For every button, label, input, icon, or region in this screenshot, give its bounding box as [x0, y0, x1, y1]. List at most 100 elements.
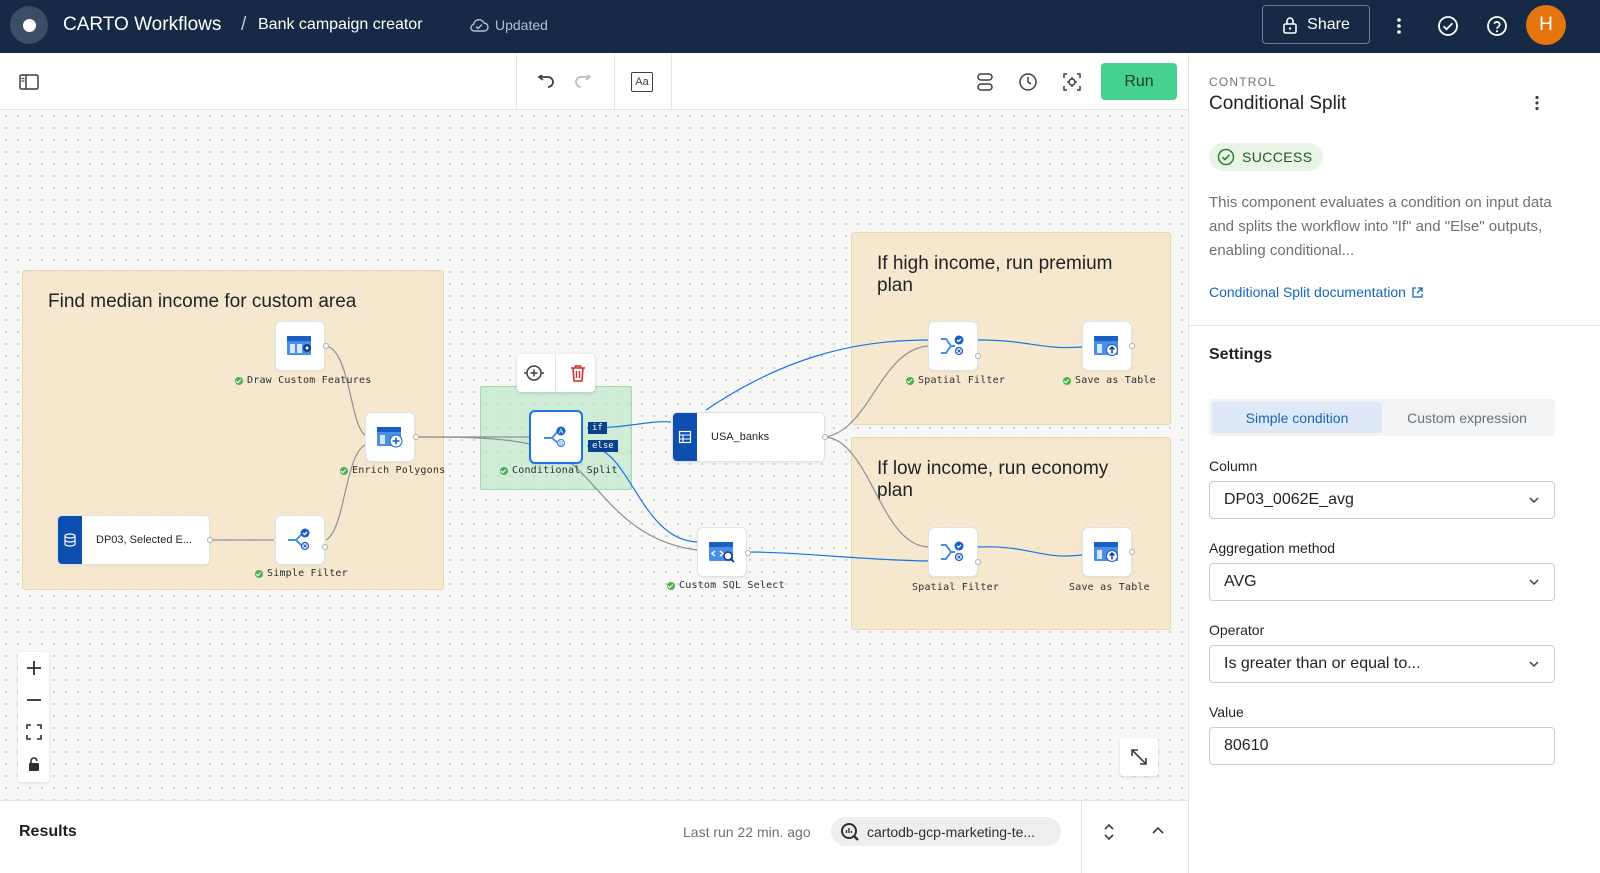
workflow-canvas[interactable]: Find median income for custom area If hi… [0, 110, 1188, 800]
output-port[interactable] [1129, 343, 1135, 349]
documentation-link[interactable]: Conditional Split documentation [1209, 284, 1424, 300]
output-port[interactable] [207, 537, 213, 543]
source-node-dp03[interactable]: DP03, Selected E... [57, 515, 210, 565]
output-port[interactable] [975, 559, 981, 565]
expand-icon[interactable] [1120, 738, 1158, 776]
panel-more-menu-icon[interactable] [1527, 93, 1547, 113]
aggregation-label: Aggregation method [1209, 540, 1336, 556]
edge [748, 551, 929, 562]
node-spatial-filter-low[interactable] [928, 527, 978, 577]
node-label-text: Spatial Filter [918, 375, 1006, 386]
text-annotation-icon[interactable]: Aa [627, 67, 657, 97]
connection-chip[interactable]: cartodb-gcp-marketing-te... [831, 817, 1061, 846]
zoom-out-icon[interactable] [18, 684, 49, 716]
results-divider [1081, 801, 1082, 873]
column-select[interactable]: DP03_0062E_avg [1209, 481, 1555, 519]
output-port[interactable] [1129, 549, 1135, 555]
component-title: Conditional Split [1209, 93, 1347, 114]
chevron-up-icon[interactable] [1150, 823, 1166, 844]
node-label-text: Custom SQL Select [679, 580, 785, 591]
node-label: Draw Custom Features [235, 375, 371, 386]
breadcrumb-separator: / [241, 14, 247, 35]
node-save-as-table-low[interactable] [1082, 527, 1132, 577]
tab-simple-condition[interactable]: Simple condition [1212, 402, 1382, 433]
node-label: Spatial Filter [906, 375, 1005, 386]
zoom-in-icon[interactable] [18, 652, 49, 684]
user-avatar[interactable]: H [1526, 5, 1566, 45]
lock-icon [1283, 16, 1297, 34]
success-icon [235, 376, 243, 385]
success-icon [255, 569, 263, 578]
save-table-icon [1094, 336, 1118, 356]
value-label: Value [1209, 704, 1244, 720]
edges-layer [211, 339, 1083, 562]
app-title[interactable]: CARTO Workflows [63, 14, 222, 35]
save-status-text: Updated [495, 17, 548, 33]
redo-icon[interactable] [569, 67, 599, 97]
popover-divider [555, 354, 557, 392]
run-button[interactable]: Run [1101, 63, 1177, 100]
tab-custom-expression[interactable]: Custom expression [1407, 409, 1527, 426]
api-endpoint-icon[interactable] [1057, 67, 1087, 97]
panel-divider [1189, 325, 1600, 326]
svg-text:B: B [559, 440, 563, 447]
value-input[interactable]: 80610 [1209, 727, 1555, 765]
status-text: SUCCESS [1242, 149, 1313, 165]
share-label: Share [1307, 15, 1350, 33]
if-output-tag[interactable]: if [588, 422, 607, 434]
delete-node-icon[interactable] [565, 360, 591, 386]
node-label-text: Save as Table [1075, 375, 1156, 386]
external-link-icon [1412, 286, 1423, 298]
sidebar-toggle-icon[interactable] [14, 67, 44, 97]
edge [977, 339, 1083, 349]
carto-logo[interactable] [10, 6, 48, 44]
edge [977, 546, 1083, 557]
lock-canvas-icon[interactable] [18, 748, 49, 780]
more-menu-icon[interactable] [1386, 13, 1412, 39]
node-spatial-filter-high[interactable] [928, 321, 978, 371]
help-icon[interactable] [1484, 13, 1510, 39]
workflow-name[interactable]: Bank campaign creator [258, 16, 423, 33]
schedule-clock-icon[interactable] [1013, 67, 1043, 97]
value-input-text[interactable]: 80610 [1224, 737, 1269, 754]
check-circle-icon[interactable] [1435, 13, 1461, 39]
output-port[interactable] [975, 353, 981, 359]
node-label-text: Spatial Filter [912, 582, 1000, 593]
source-node-usa-banks[interactable]: USA_banks [672, 412, 825, 462]
node-simple-filter[interactable] [275, 515, 325, 565]
results-bar: Results Last run 22 min. ago cartodb-gcp… [0, 800, 1188, 873]
node-label: Save as Table [1069, 582, 1150, 593]
undo-icon[interactable] [530, 67, 560, 97]
fit-view-icon[interactable] [18, 716, 49, 748]
toolbar-divider [614, 53, 615, 110]
variables-icon[interactable] [970, 67, 1000, 97]
aggregation-select[interactable]: AVG [1209, 563, 1555, 601]
node-enrich-polygons[interactable] [365, 412, 415, 462]
resize-handle-icon[interactable] [1101, 823, 1117, 846]
node-save-as-table-high[interactable] [1082, 321, 1132, 371]
output-port[interactable] [323, 343, 329, 349]
output-port[interactable] [745, 550, 751, 556]
output-port[interactable] [822, 434, 828, 440]
node-label-text: Enrich Polygons [352, 465, 446, 476]
output-port[interactable] [413, 434, 419, 440]
column-label: Column [1209, 458, 1258, 474]
component-settings-panel: CONTROL Conditional Split SUCCESS This c… [1188, 53, 1600, 873]
column-value: DP03_0062E_avg [1224, 491, 1354, 508]
else-output-tag[interactable]: else [588, 440, 618, 452]
node-draw-custom-features[interactable] [275, 321, 325, 371]
group-title: Find median income for custom area [48, 291, 357, 312]
node-label-text: Conditional Split [512, 465, 618, 476]
component-category: CONTROL [1209, 75, 1277, 89]
results-title[interactable]: Results [19, 823, 77, 840]
node-label-text: Simple Filter [267, 568, 348, 579]
share-button[interactable]: Share [1262, 5, 1370, 44]
node-custom-sql-select[interactable] [697, 527, 747, 577]
operator-select[interactable]: Is greater than or equal to... [1209, 645, 1555, 683]
aggregation-value: AVG [1224, 573, 1257, 590]
add-node-icon[interactable] [521, 360, 547, 386]
documentation-link-text[interactable]: Conditional Split documentation [1209, 284, 1406, 300]
output-port[interactable] [322, 544, 328, 550]
group-title: If high income, run premium plan [877, 253, 1113, 296]
